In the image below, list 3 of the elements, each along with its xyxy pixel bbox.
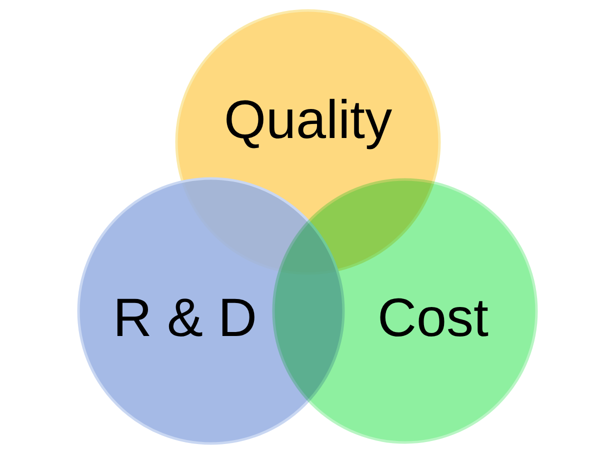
circle-label: Cost xyxy=(378,291,489,345)
circle-label: R & D xyxy=(113,291,258,345)
circle-label: Quality xyxy=(224,93,392,147)
